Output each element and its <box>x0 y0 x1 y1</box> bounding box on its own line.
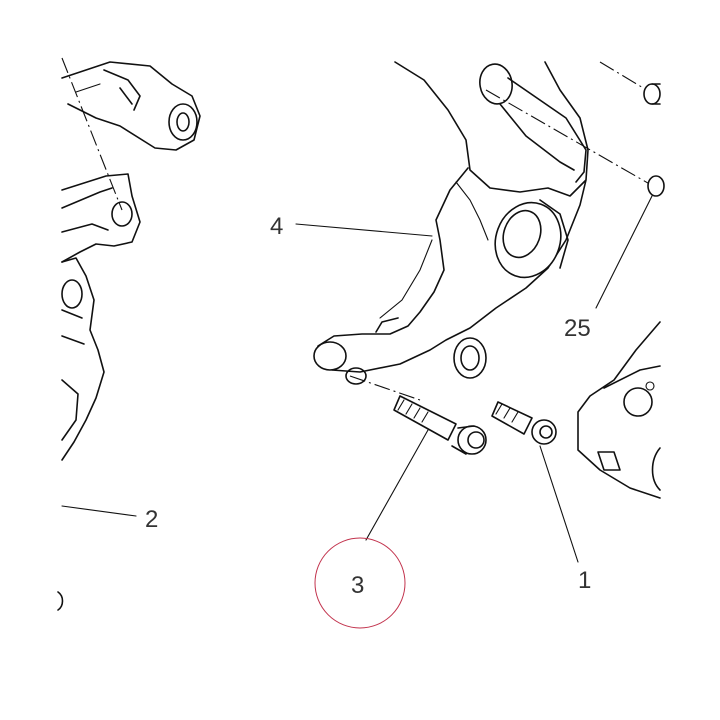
leader-2 <box>61 505 137 517</box>
pivot-centerline <box>485 89 661 191</box>
callout-25: 25 <box>564 315 591 342</box>
callout-2: 2 <box>145 506 158 533</box>
lower-centerline <box>349 375 421 401</box>
bolt-3 <box>393 395 487 455</box>
leader-1 <box>539 445 579 563</box>
left-frame-bracket <box>57 61 201 611</box>
footrest-lever <box>313 61 589 385</box>
highlight-circle <box>314 537 406 629</box>
leader-25 <box>595 195 653 309</box>
leader-4 <box>295 223 433 237</box>
callout-1: 1 <box>578 567 591 594</box>
bolt-1 <box>491 401 557 445</box>
bolt-25-assembly <box>643 83 665 197</box>
upper-centerline <box>599 61 651 93</box>
callout-4: 4 <box>270 213 283 240</box>
right-housing <box>577 321 661 499</box>
left-centerline <box>61 57 123 211</box>
leader-3 <box>365 429 429 541</box>
callout-3: 3 <box>351 572 364 599</box>
